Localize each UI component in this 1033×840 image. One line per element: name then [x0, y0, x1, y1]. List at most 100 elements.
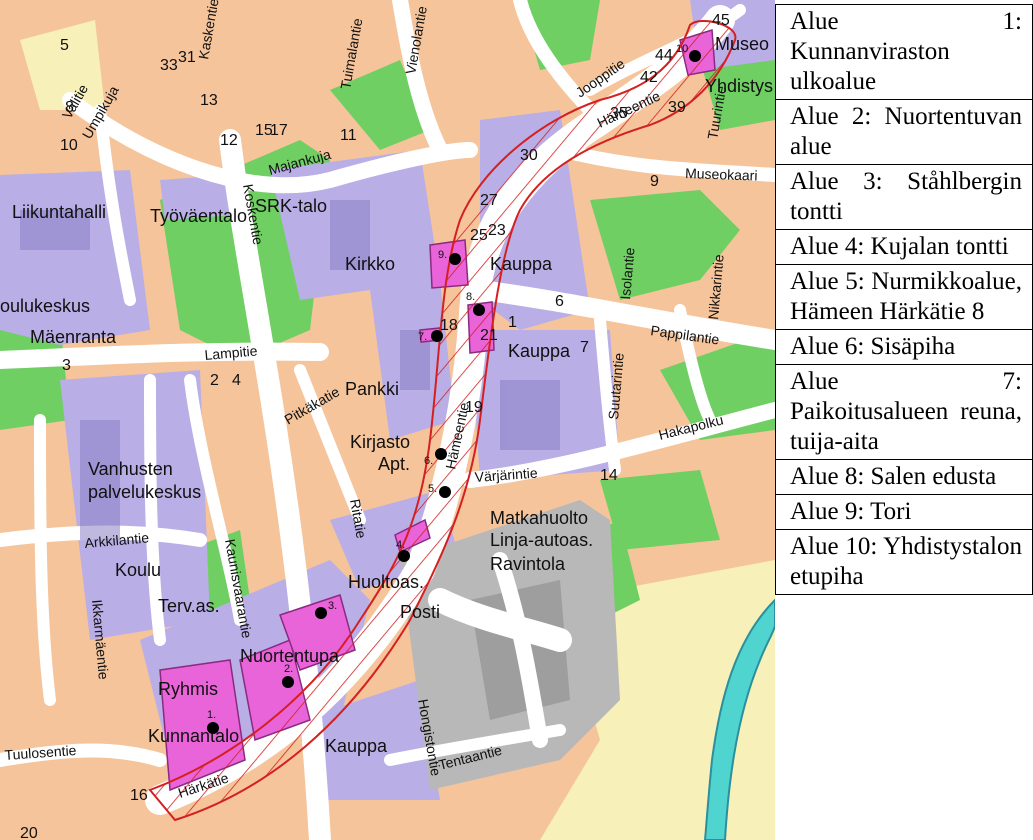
street-label-nikkarintie: Nikkarintie [705, 254, 727, 321]
house-number: 5 [60, 37, 69, 54]
river [703, 598, 775, 840]
place-label-yhdistys: Yhdistys [705, 76, 773, 96]
house-number: 10 [60, 137, 78, 154]
house-number: 12 [220, 132, 238, 149]
house-number: 3 [62, 357, 71, 374]
house-number: 44 [655, 47, 673, 64]
marker-dot-7 [431, 330, 443, 342]
field-area [20, 20, 105, 110]
place-label-huoltoas: Huoltoas. [348, 572, 424, 592]
marker-dot-9 [449, 253, 461, 265]
house-number: 6 [555, 293, 564, 310]
legend-item-alue-4: Alue 4: Kujalan tontti [775, 230, 1033, 265]
place-label-vanhusten: Vanhusten [88, 459, 173, 479]
house-number: 15 [255, 122, 273, 139]
legend-item-alue-10: Alue 10: Yhdistystalon etupiha [775, 530, 1033, 595]
legend-item-alue-1: Alue 1: Kunnanviraston ulkoalue [775, 4, 1033, 100]
marker-label-2: 2. [284, 663, 293, 675]
house-number: 25 [470, 227, 488, 244]
place-label-srk-talo: SRK-talo [255, 196, 327, 216]
marker-dot-8 [473, 304, 485, 316]
marker-dot-4 [398, 550, 410, 562]
study-area-boundary [148, 20, 737, 822]
house-number: 42 [640, 69, 658, 86]
place-label-kirjasto: Kirjasto [350, 432, 410, 452]
street-label-varjarintie: Värjärintie [474, 465, 538, 485]
house-number: 4 [232, 372, 241, 389]
place-label-linja-autoas: Linja-autoas. [490, 530, 593, 550]
marker-dot-6 [435, 448, 447, 460]
street-label-ikkarmaentie: Ikkarmäentie [89, 599, 112, 680]
legend-item-alue-7: Alue 7: Paikoitusalueen reuna, tuija-ait… [775, 365, 1033, 460]
place-label-pankki: Pankki [345, 379, 399, 399]
house-number: 11 [340, 127, 357, 144]
marker-label-8: 8. [466, 291, 475, 303]
house-number: 13 [200, 92, 218, 109]
marker-label-1: 1. [207, 709, 216, 721]
marker-label-4: 4. [396, 539, 405, 551]
place-label-tyovaentalo: Työväentalo [150, 206, 247, 226]
house-number: 33 [160, 57, 178, 74]
place-label-nuortentupa: Nuortentupa [240, 646, 340, 666]
legend-item-alue-9: Alue 9: Tori [775, 495, 1033, 530]
house-number: 31 [178, 49, 196, 66]
house-number: 7 [580, 339, 589, 356]
place-label-koulukeskus: oulukeskus [0, 296, 90, 316]
legend-item-alue-5: Alue 5: Nurmikkoalue, Hämeen Härkätie 8 [775, 265, 1033, 330]
marker-dot-1 [207, 722, 219, 734]
street-label-lampitie: Lampitie [204, 342, 258, 363]
marker-label-9: 9. [438, 249, 447, 261]
marker-label-10: 10 [676, 43, 688, 55]
marker-dot-10 [689, 50, 701, 62]
marker-dot-2 [282, 676, 294, 688]
area-markers: 1. 2. 3. 4. 5. 6. 7. 8. 9. 10 [207, 43, 701, 734]
house-number: 21 [480, 327, 498, 344]
house-number: 27 [480, 192, 498, 209]
house-number: 35 [610, 105, 628, 122]
house-number: 19 [465, 399, 483, 416]
place-label-kirkko: Kirkko [345, 254, 395, 274]
place-label-ryhmis: Ryhmis [158, 679, 218, 699]
marker-dot-3 [315, 607, 327, 619]
place-label-kauppa-east: Kauppa [508, 341, 571, 361]
area-legend: Alue 1: Kunnanviraston ulkoalue Alue 2: … [775, 4, 1033, 595]
house-number: 23 [488, 222, 506, 239]
place-label-kauppa-south: Kauppa [325, 736, 388, 756]
place-label-maenranta: Mäenranta [30, 327, 117, 347]
map-canvas: Liikuntahalli Työväentalo SRK-talo Kirkk… [0, 0, 775, 840]
place-label-palvelukeskus: palvelukeskus [88, 482, 201, 502]
place-label-kunnantalo: Kunnantalo [148, 726, 239, 746]
marker-label-3: 3. [328, 600, 337, 612]
house-number: 8 [65, 99, 74, 116]
street-label-museokaari: Museokaari [685, 165, 758, 184]
place-label-terv-as: Terv.as. [158, 596, 220, 616]
place-label-museo: Museo [715, 34, 769, 54]
town-map: Liikuntahalli Työväentalo SRK-talo Kirkk… [0, 0, 775, 840]
street-label-isolantie: Isolantie [617, 247, 638, 301]
place-label-ravintola: Ravintola [490, 554, 566, 574]
house-number: 45 [712, 12, 730, 29]
house-number: 39 [668, 99, 686, 116]
house-number: 1 [508, 314, 517, 331]
legend-item-alue-6: Alue 6: Sisäpiha [775, 330, 1033, 365]
legend-item-alue-2: Alue 2: Nuortentuvan alue [775, 100, 1033, 165]
house-number: 30 [520, 147, 538, 164]
legend-item-alue-3: Alue 3: Ståhlbergin tontti [775, 165, 1033, 230]
place-label-posti: Posti [400, 602, 440, 622]
building-footprints [20, 200, 560, 540]
house-number: 20 [20, 825, 38, 840]
place-labels: Liikuntahalli Työväentalo SRK-talo Kirkk… [0, 34, 773, 756]
place-label-kauppa-north: Kauppa [490, 254, 553, 274]
street-label-tuulosentie: Tuulosentie [4, 742, 77, 763]
house-number: 14 [600, 467, 618, 484]
house-number: 18 [440, 317, 458, 334]
house-number: 2 [210, 372, 219, 389]
place-label-liikuntahalli: Liikuntahalli [12, 202, 106, 222]
legend-item-alue-8: Alue 8: Salen edusta [775, 460, 1033, 495]
house-number: 16 [130, 787, 148, 804]
house-number: 9 [650, 173, 659, 190]
place-label-apt: Apt. [378, 454, 410, 474]
marker-label-7: 7. [418, 331, 427, 343]
place-label-koulu: Koulu [115, 560, 161, 580]
marker-dot-5 [439, 486, 451, 498]
